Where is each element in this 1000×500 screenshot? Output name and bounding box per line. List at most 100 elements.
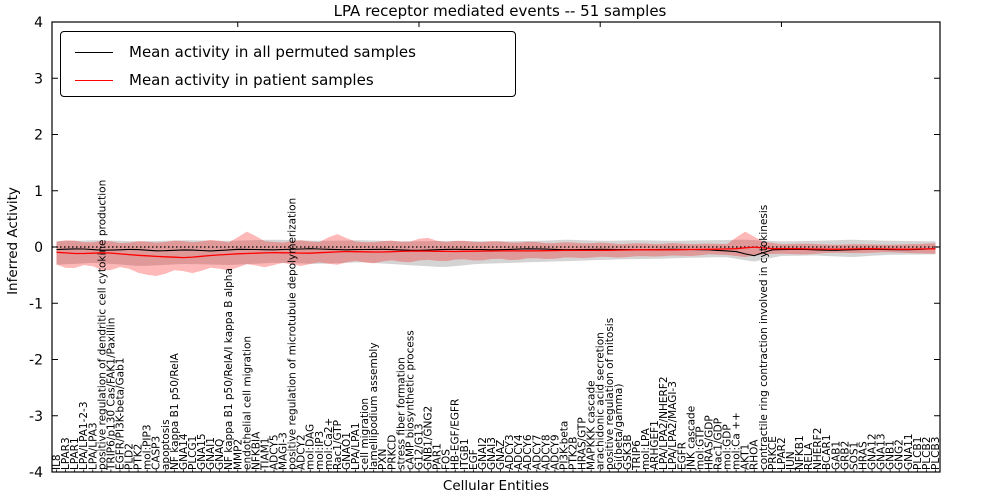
x-tick-label: PLCB2 xyxy=(921,437,933,470)
x-tick-label: BCAR1 xyxy=(821,434,833,470)
x-tick-label: GNAZ xyxy=(495,440,507,470)
x-tick-label: MAPKKK cascade xyxy=(586,380,598,470)
x-tick-label: GSK3B xyxy=(622,434,634,470)
x-tick-label: mol:IP3 xyxy=(314,431,326,470)
y-tick-label: -2 xyxy=(29,353,43,369)
x-tick-label: PLCB1 xyxy=(912,437,924,470)
x-tick-label: Rac1/GTP xyxy=(332,420,344,470)
x-tick-label: HRAS/GDP xyxy=(703,415,715,470)
legend: Mean activity in all permuted samples Me… xyxy=(60,31,516,97)
x-tick-label: arachidonic acid secretion xyxy=(595,332,607,470)
x-tick-label: HB-EGF/EGFR xyxy=(450,399,462,470)
x-tick-label: AKT1 xyxy=(740,444,752,470)
x-tick-label: LPA/LPA1 xyxy=(350,422,362,470)
x-tick-label: G12/G13 xyxy=(413,423,425,470)
patient-mean-line xyxy=(56,246,936,259)
x-tick-label: GNA15 xyxy=(196,433,208,470)
x-tick-label: LPAR2 xyxy=(776,437,788,470)
y-tick-label: 0 xyxy=(34,240,43,256)
x-tick-label: ITGB1 xyxy=(459,438,471,470)
plot-frame xyxy=(51,21,941,473)
x-tick-label: PI3K-beta xyxy=(558,421,570,470)
x-tick-label: JUN xyxy=(785,451,797,471)
x-tick-label: GNA12 xyxy=(867,433,879,470)
x-tick-label: CASP3 xyxy=(151,436,163,470)
x-tick-label: PAR1 xyxy=(432,443,444,470)
x-tick-label: mol:GDP xyxy=(722,424,734,470)
x-tick-label: GNA11 xyxy=(903,433,915,470)
x-tick-label: PTK2B xyxy=(568,436,580,470)
y-tick-label: -4 xyxy=(29,465,43,481)
x-tick-label: ADCY4 xyxy=(513,434,525,470)
y-tick-label: -1 xyxy=(29,296,43,312)
x-tick-label: EGFR xyxy=(676,442,688,470)
x-tick-label: FOS xyxy=(441,449,453,470)
x-tick-label: MAGI-3 xyxy=(278,432,290,470)
x-tick-label: GNAI2 xyxy=(477,437,489,470)
legend-label-permuted: Mean activity in all permuted samples xyxy=(129,43,416,61)
x-tick-label: PTK2 xyxy=(133,444,145,470)
legend-line-permuted-icon xyxy=(75,51,113,53)
legend-item-permuted: Mean activity in all permuted samples xyxy=(75,38,515,66)
y-axis-label: Inferred Activity xyxy=(5,187,21,295)
x-tick-label: SOS1 xyxy=(848,442,860,470)
x-tick-label: PLCG1 xyxy=(187,436,199,470)
x-tick-label: lamellipodium assembly xyxy=(368,342,380,470)
x-tick-label: GNB1 xyxy=(885,440,897,470)
x-tick-label: GNA13 xyxy=(876,433,888,470)
x-tick-label: NF kappa B1 p50/RelA xyxy=(169,352,181,470)
x-tick-label: PLCB3 xyxy=(930,437,942,470)
y-tick-label: 3 xyxy=(34,71,43,87)
x-tick-label: Rac1/GDP xyxy=(713,418,725,470)
x-tick-label: LPA/LPA1-2-3 xyxy=(78,401,90,470)
x-tick-label: ADCY6 xyxy=(522,434,534,470)
permuted-mean-line xyxy=(56,248,936,257)
x-tick-label: endothelial cell migration xyxy=(241,336,253,470)
x-tick-label: Gi(beta/gamma) xyxy=(613,384,625,470)
x-axis-label: Cellular Entities xyxy=(442,478,550,494)
x-tick-label: LPAR1 xyxy=(69,437,81,470)
x-tick-label: LPA/LPA3 xyxy=(87,422,99,470)
x-tick-label: NHERF2 xyxy=(812,428,824,470)
x-tick-label: ADCY9 xyxy=(549,434,561,470)
x-tick-label: cell migration xyxy=(359,398,371,470)
x-tick-label: NF kappa B1 p50/RelA/I kappa B alpha xyxy=(223,268,235,470)
x-tick-label: mol:Ca ++ xyxy=(731,412,743,470)
x-tick-label: RHOA xyxy=(749,439,761,470)
x-tick-label: positive regulation of dendritic cell cy… xyxy=(96,180,108,470)
x-tick-label: ADCY2 xyxy=(296,434,308,470)
x-tick-label: LPA/LPA2/NHERF2 xyxy=(658,376,670,470)
legend-line-patient-icon xyxy=(75,79,113,81)
x-tick-label: GNAO1 xyxy=(341,432,353,470)
x-tick-label: GNB1/GNG2 xyxy=(423,406,435,470)
x-tick-label: ADCY5 xyxy=(269,434,281,470)
x-tick-label: PRKCE xyxy=(767,436,779,470)
x-tick-label: mol:LPA xyxy=(640,427,652,470)
x-tick-label: NFKB1 xyxy=(794,435,806,470)
x-tick-label: positive regulation of mitosis xyxy=(604,318,616,470)
x-tick-label: mol:Ca2+ xyxy=(323,418,335,470)
x-tick-label: mol:GTP xyxy=(694,426,706,470)
x-tick-label: GNAI1 xyxy=(205,437,217,470)
x-tick-label: TRIP6 xyxy=(631,440,643,471)
x-tick-label: mol:DAG xyxy=(305,424,317,470)
legend-label-patient: Mean activity in patient samples xyxy=(129,71,374,89)
x-tick-label: LPAR3 xyxy=(60,437,72,470)
x-tick-label: LPA/LPA2/MAGI-3 xyxy=(667,381,679,470)
x-tick-label: GNAQ xyxy=(214,439,226,470)
x-tick-label: GNAI3 xyxy=(486,437,498,470)
x-tick-label: GAB1 xyxy=(830,441,842,470)
x-tick-label: mol:PIP3 xyxy=(142,424,154,470)
y-tick-label: 4 xyxy=(34,15,43,31)
x-tick-label: apoptosis xyxy=(160,419,172,470)
chart-title: LPA receptor mediated events -- 51 sampl… xyxy=(333,2,667,20)
x-tick-label: GRB2 xyxy=(839,441,851,470)
x-tick-label: contractile ring contraction involved in… xyxy=(758,205,770,470)
x-tick-label: ARHGEF1 xyxy=(649,420,661,470)
x-tick-label: cAMP biosynthetic process xyxy=(404,330,416,470)
x-tick-label: JNK cascade xyxy=(685,406,697,471)
x-tick-label: NFKBIA xyxy=(250,431,262,470)
x-tick-label: HRAS xyxy=(857,441,869,470)
x-tick-label: ADCY3 xyxy=(504,434,516,470)
